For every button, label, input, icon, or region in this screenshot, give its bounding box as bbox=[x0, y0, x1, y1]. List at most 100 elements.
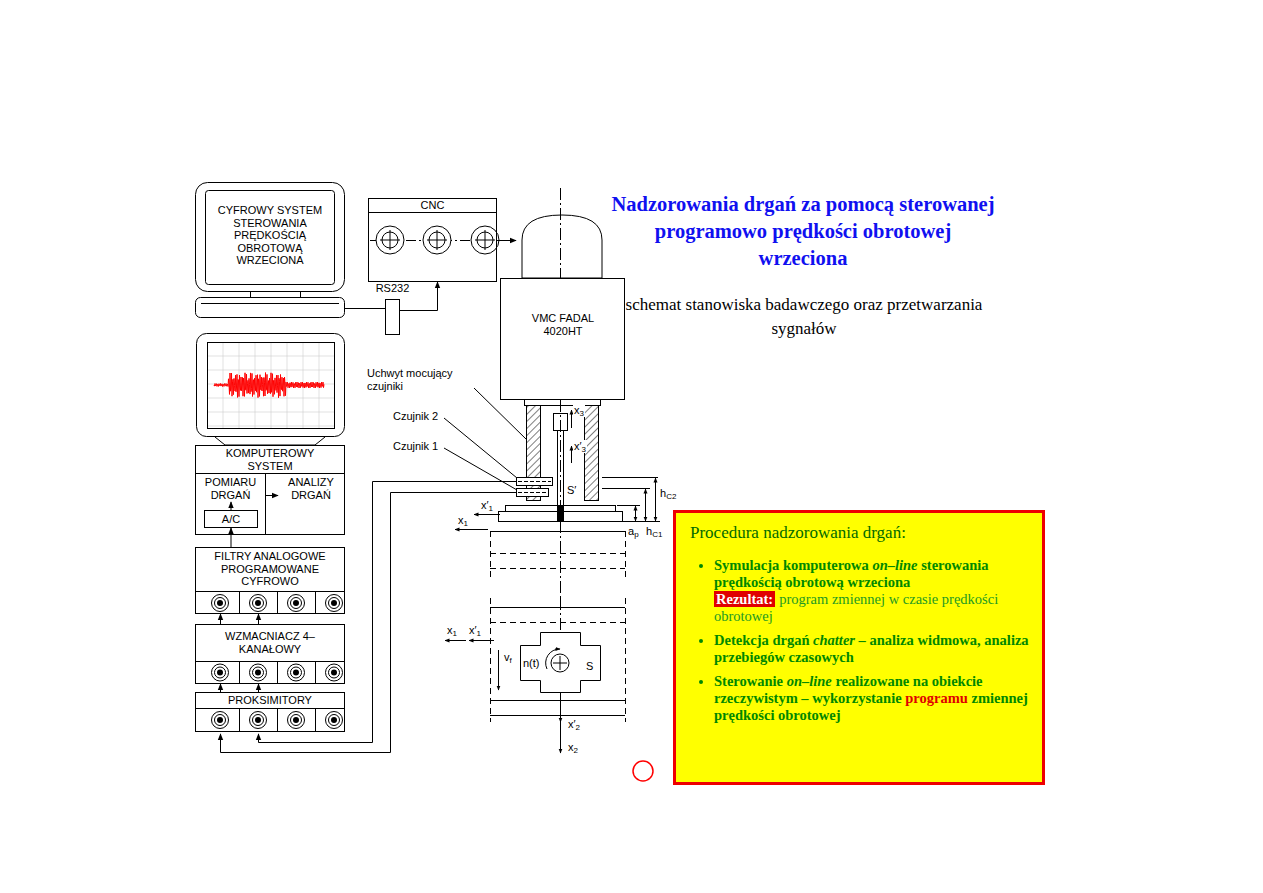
line-shape bbox=[208, 426, 334, 427]
bullet-text: Symulacja komputerowa on–line sterowania… bbox=[714, 557, 1032, 591]
circle-shape bbox=[255, 670, 261, 676]
line-shape bbox=[625, 598, 626, 722]
bullet-list: Symulacja komputerowa on–line sterowania… bbox=[690, 557, 1032, 724]
rect-shape bbox=[206, 191, 335, 285]
subscript: 2 bbox=[574, 746, 578, 755]
circle-shape bbox=[293, 717, 299, 723]
rect-shape bbox=[527, 406, 541, 501]
amplifier-box: WZMACNIACZ 4–KANAŁOWY bbox=[195, 624, 345, 684]
polyline-shape bbox=[221, 493, 517, 753]
bullet-item: Symulacja komputerowa on–line sterowania… bbox=[714, 557, 1032, 625]
machine-column: VMC FADAL 4020HT bbox=[516, 215, 610, 400]
line-shape bbox=[474, 514, 500, 515]
polyline-shape bbox=[258, 684, 259, 692]
axis-label: x′2 bbox=[567, 718, 581, 731]
dimension-label: hC2 bbox=[659, 487, 677, 500]
circle-shape bbox=[250, 595, 267, 612]
rect-shape bbox=[196, 298, 345, 318]
path-shape bbox=[521, 633, 601, 693]
line-shape bbox=[315, 661, 316, 683]
box-label: CNC bbox=[369, 199, 496, 212]
line-shape bbox=[560, 188, 561, 278]
circle-shape bbox=[331, 670, 337, 676]
line-shape bbox=[490, 568, 625, 569]
measurement-box: POMIARU DRGAŃA/C bbox=[196, 474, 266, 535]
subscript: 1 bbox=[453, 629, 457, 638]
line-shape bbox=[490, 622, 625, 623]
line-shape bbox=[617, 505, 640, 506]
circle-shape bbox=[471, 226, 499, 254]
rect-shape bbox=[517, 489, 549, 497]
subscript: 3 bbox=[582, 445, 586, 454]
polyline-shape bbox=[231, 528, 232, 547]
emphasis: programu bbox=[905, 690, 968, 706]
axis-label: x′3 bbox=[573, 440, 587, 453]
bullet-item: Sterowanie on–line realizowane na obiekc… bbox=[714, 673, 1032, 724]
line-shape bbox=[655, 478, 656, 521]
axis-label: x1 bbox=[457, 514, 469, 527]
workpiece-lines bbox=[490, 531, 626, 722]
circle-shape bbox=[253, 715, 264, 726]
line-shape bbox=[571, 410, 572, 428]
circle-shape bbox=[253, 667, 264, 678]
circle-shape bbox=[215, 715, 226, 726]
subscript: 1 bbox=[464, 519, 468, 528]
line-shape bbox=[490, 553, 625, 554]
diagram-title: Nadzorowania drgań za pomocą sterowanej … bbox=[608, 191, 998, 272]
line-shape bbox=[475, 240, 495, 241]
filter-box: FILTRY ANALOGOWE PROGRAMOWANE CYFROWO bbox=[195, 547, 345, 614]
line-shape bbox=[571, 446, 572, 463]
monitor-2 bbox=[197, 334, 345, 446]
circle-shape bbox=[212, 712, 229, 729]
line-shape bbox=[469, 640, 494, 641]
velocity-label: vf bbox=[503, 651, 513, 664]
line-shape bbox=[625, 531, 626, 580]
line-shape bbox=[490, 531, 625, 532]
circle-shape bbox=[253, 598, 264, 609]
circle-shape bbox=[217, 600, 223, 606]
circle-shape bbox=[255, 600, 261, 606]
polyline-shape bbox=[231, 502, 232, 510]
polyline-shape bbox=[220, 614, 221, 624]
polyline-shape bbox=[497, 240, 516, 241]
subscript: f bbox=[510, 656, 512, 665]
line-shape bbox=[560, 400, 561, 505]
rect-shape bbox=[251, 292, 301, 298]
connector bbox=[266, 495, 278, 496]
line-shape bbox=[623, 521, 660, 522]
line-shape bbox=[490, 715, 625, 716]
line-shape bbox=[277, 708, 278, 731]
connector bbox=[231, 528, 232, 547]
line-shape bbox=[444, 448, 517, 490]
path-shape bbox=[215, 437, 325, 445]
dimension-lines bbox=[602, 478, 660, 522]
circle-shape bbox=[331, 600, 337, 606]
result-tag: Rezultat: bbox=[714, 591, 775, 607]
result-line: Rezultat:program zmiennej w czasie prędk… bbox=[714, 591, 1032, 625]
connector bbox=[345, 308, 385, 309]
circle-shape bbox=[212, 595, 229, 612]
line-shape bbox=[455, 529, 488, 530]
red-circle bbox=[633, 761, 653, 781]
monitor-screen: CYFROWY SYSTEM STEROWANIA PRĘDKOŚCIĄ OBR… bbox=[195, 182, 345, 318]
circle-shape bbox=[326, 664, 343, 681]
line-shape bbox=[635, 506, 636, 521]
line-shape bbox=[239, 661, 240, 683]
line-shape bbox=[560, 692, 561, 722]
line-shape bbox=[315, 708, 316, 731]
rect-shape bbox=[525, 400, 601, 406]
subscript: C1 bbox=[652, 530, 662, 539]
line-shape bbox=[315, 591, 316, 614]
leader-lines bbox=[444, 388, 527, 490]
subscript: 2 bbox=[576, 723, 580, 732]
box-label: CYFROWY SYSTEM STEROWANIA PRĘDKOŚCIĄ OBR… bbox=[215, 204, 325, 267]
rect-shape bbox=[208, 343, 335, 429]
circle-shape bbox=[288, 712, 305, 729]
connector bbox=[497, 240, 516, 241]
line-shape bbox=[201, 303, 339, 304]
line-shape bbox=[560, 722, 561, 753]
line-shape bbox=[380, 240, 400, 241]
line-shape bbox=[518, 492, 547, 493]
box-label: VMC FADAL 4020HT bbox=[518, 312, 608, 337]
